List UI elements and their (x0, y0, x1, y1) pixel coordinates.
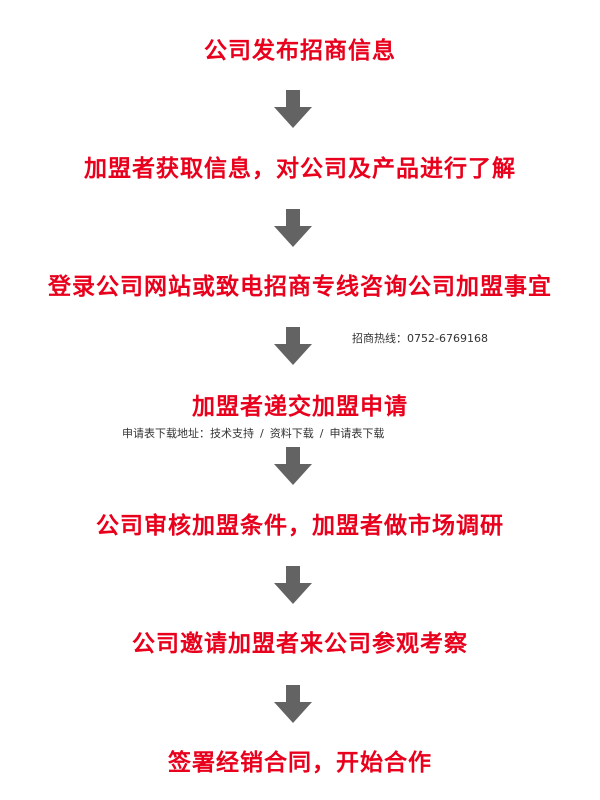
step-5-review-conditions: 公司审核加盟条件，加盟者做市场调研 (96, 513, 504, 539)
step-1-publish-info: 公司发布招商信息 (204, 38, 396, 64)
down-arrow-icon (274, 685, 312, 723)
link-material-download[interactable]: 资料下载 (269, 427, 314, 440)
step-2-get-info: 加盟者获取信息，对公司及产品进行了解 (84, 156, 516, 182)
step-4-submit-application: 加盟者递交加盟申请 (192, 394, 408, 420)
link-separator: / (319, 427, 324, 440)
download-label: 申请表下载地址： (122, 427, 210, 440)
down-arrow-icon (274, 90, 312, 128)
hotline-number[interactable]: 0752-6769168 (407, 332, 488, 345)
step-3-consult: 登录公司网站或致电招商专线咨询公司加盟事宜 (48, 274, 552, 300)
down-arrow-icon (274, 447, 312, 485)
hotline-note: 招商热线：0752-6769168 (352, 332, 488, 346)
down-arrow-icon (274, 566, 312, 604)
step-6-invite-visit: 公司邀请加盟者来公司参观考察 (132, 631, 468, 657)
step-7-sign-contract: 签署经销合同，开始合作 (168, 750, 432, 776)
download-note: 申请表下载地址：技术支持 / 资料下载 / 申请表下载 (122, 427, 384, 441)
down-arrow-icon (274, 209, 312, 247)
link-form-download[interactable]: 申请表下载 (329, 427, 385, 440)
link-separator: / (260, 427, 264, 440)
link-tech-support[interactable]: 技术支持 (210, 427, 254, 440)
down-arrow-icon (274, 327, 312, 365)
hotline-label: 招商热线： (352, 332, 407, 345)
